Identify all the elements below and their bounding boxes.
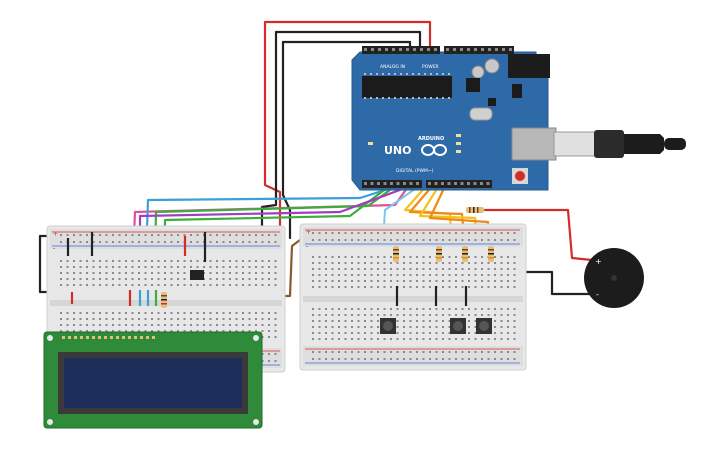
resistors-right bbox=[393, 207, 494, 262]
resistor-2[interactable] bbox=[436, 246, 442, 262]
arduino-logo-icon bbox=[421, 144, 447, 156]
wire-gnd-black[interactable] bbox=[260, 30, 422, 240]
arduino-top-pins bbox=[364, 48, 512, 51]
digital-label: DIGITAL (PWM~) bbox=[396, 168, 434, 174]
arduino-model: UNO bbox=[384, 144, 412, 157]
wire-buzzer-black[interactable] bbox=[518, 270, 594, 296]
usb-cable[interactable] bbox=[553, 130, 686, 158]
breadboard-right-holes bbox=[312, 232, 516, 360]
resistor-1[interactable] bbox=[393, 246, 399, 262]
push-button-2[interactable] bbox=[450, 318, 466, 334]
push-button-3[interactable] bbox=[476, 318, 492, 334]
left-jumpers bbox=[66, 232, 207, 306]
wire-buzzer-red[interactable] bbox=[483, 208, 594, 262]
buzzer-plus-label: + bbox=[595, 257, 602, 266]
lcd-screen bbox=[64, 358, 242, 408]
buzzer-minus-label: - bbox=[596, 290, 599, 299]
breadboard-right[interactable]: + - bbox=[299, 223, 527, 371]
left-rail-plus: + bbox=[53, 231, 58, 238]
microcontroller-chip bbox=[362, 76, 452, 98]
wire-gnd-black-2[interactable] bbox=[281, 40, 412, 240]
resistor-4[interactable] bbox=[488, 246, 494, 262]
piezo-buzzer[interactable]: + - bbox=[584, 248, 644, 308]
left-rail-minus: - bbox=[53, 245, 55, 252]
arduino-brand: ARDUINO bbox=[418, 136, 444, 142]
resistor-buzzer[interactable] bbox=[466, 207, 484, 213]
push-buttons bbox=[380, 318, 492, 334]
power-jack[interactable] bbox=[508, 54, 550, 78]
resistor-lcd[interactable] bbox=[161, 292, 167, 308]
contrast-potentiometer[interactable] bbox=[190, 270, 204, 280]
lcd-pin-header bbox=[62, 336, 155, 339]
lcd-display[interactable] bbox=[43, 331, 263, 429]
power-label: POWER bbox=[422, 64, 439, 70]
analog-label: ANALOG IN bbox=[380, 64, 405, 70]
right-rail-plus: + bbox=[306, 229, 311, 236]
right-rail-minus: - bbox=[306, 243, 308, 250]
right-jumpers bbox=[395, 286, 468, 306]
arduino-uno-board[interactable]: ANALOG IN POWER ARDUINO UNO DIGITAL (PWM… bbox=[351, 46, 557, 191]
resistor-3[interactable] bbox=[462, 246, 468, 262]
usb-port[interactable] bbox=[511, 127, 557, 161]
push-button-1[interactable] bbox=[380, 318, 396, 334]
arduino-bottom-pins bbox=[364, 182, 490, 185]
